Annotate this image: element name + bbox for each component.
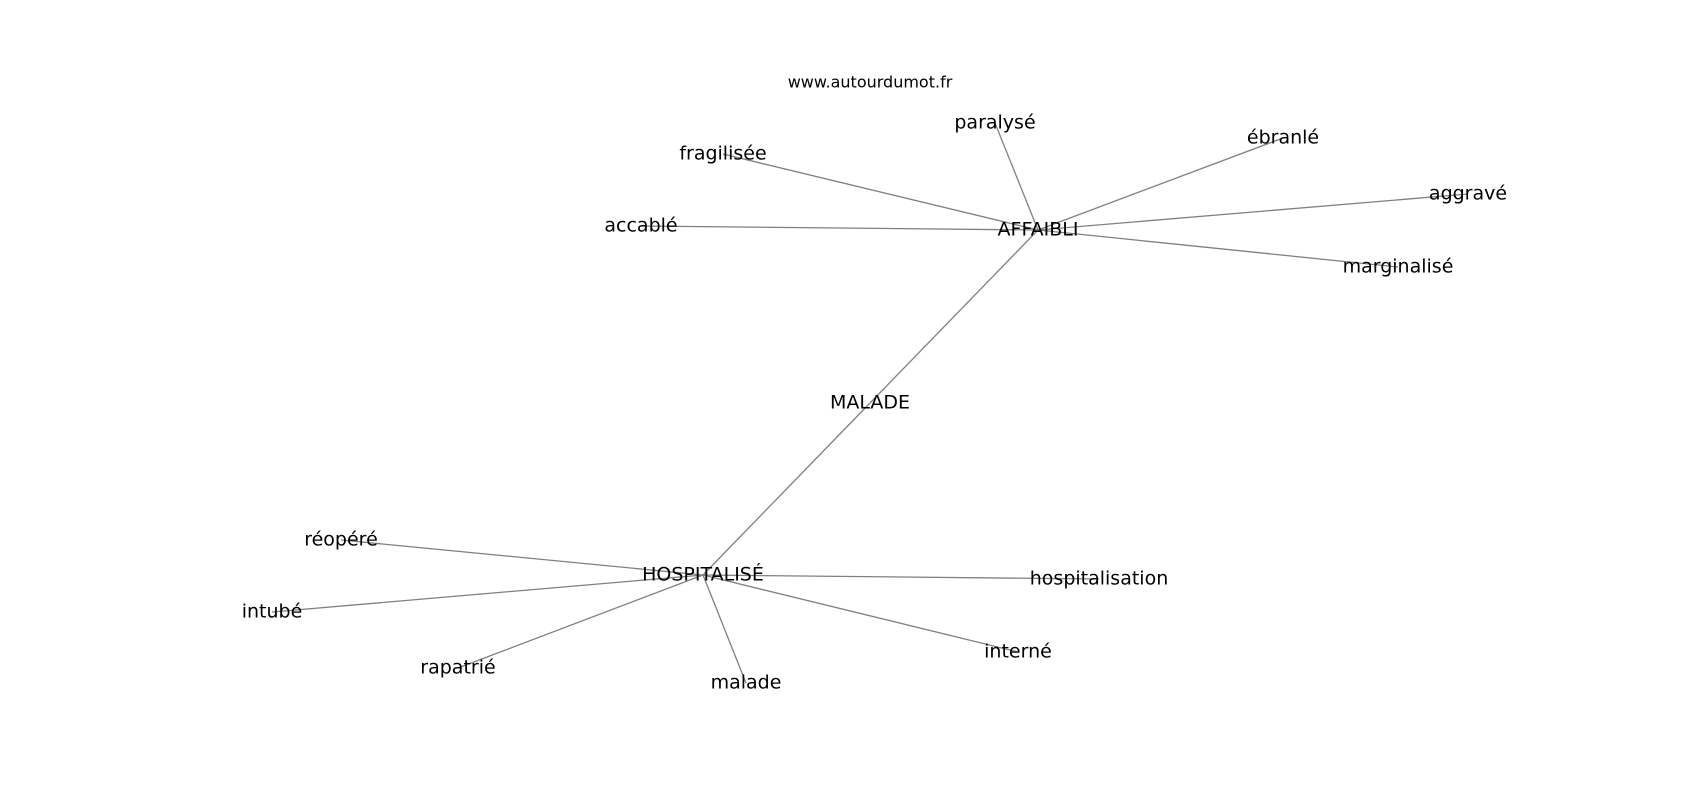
node-word-rapatrie[interactable]: rapatrié bbox=[420, 657, 495, 679]
edge-affaibli-ebranle bbox=[1037, 137, 1284, 231]
node-word-reopere[interactable]: réopéré bbox=[304, 529, 378, 551]
node-hub-hospitalise[interactable]: HOSPITALISÉ bbox=[642, 563, 764, 586]
edge-affaibli-paralyse bbox=[994, 122, 1039, 231]
edge-affaibli-accable bbox=[640, 225, 1039, 231]
edge-hospitalise-interne bbox=[702, 574, 1019, 653]
edge-affaibli-fragilisee bbox=[722, 153, 1039, 231]
edge-hospitalise-hospitalisation bbox=[702, 574, 1100, 580]
node-word-malade[interactable]: malade bbox=[711, 672, 782, 694]
node-word-marginalise[interactable]: marginalisé bbox=[1343, 256, 1454, 278]
graph-labels: www.autourdumot.fr MALADE AFFAIBLI paralys… bbox=[242, 73, 1507, 694]
edge-affaibli-aggrave bbox=[1037, 193, 1469, 231]
node-word-ebranle[interactable]: ébranlé bbox=[1247, 127, 1319, 149]
node-word-aggrave[interactable]: aggravé bbox=[1429, 183, 1507, 205]
edge-hospitalise-malade bbox=[702, 574, 747, 684]
node-word-hospitalisation[interactable]: hospitalisation bbox=[1030, 568, 1169, 590]
edge-center-affaibli bbox=[869, 229, 1039, 404]
edge-hospitalise-intube bbox=[271, 574, 704, 613]
edge-hospitalise-reopere bbox=[340, 539, 704, 576]
edge-affaibli-marginalise bbox=[1037, 229, 1399, 268]
node-word-accable[interactable]: accablé bbox=[604, 215, 677, 237]
node-center-malade[interactable]: MALADE bbox=[830, 392, 910, 414]
node-word-paralyse[interactable]: paralysé bbox=[954, 112, 1035, 134]
source-watermark: www.autourdumot.fr bbox=[788, 73, 953, 92]
node-word-intube[interactable]: intubé bbox=[242, 601, 303, 623]
node-word-fragilisee[interactable]: fragilisée bbox=[679, 143, 766, 165]
edge-hospitalise-rapatrie bbox=[457, 574, 704, 669]
node-hub-affaibli[interactable]: AFFAIBLI bbox=[998, 219, 1079, 241]
node-word-interne[interactable]: interné bbox=[984, 641, 1052, 663]
edge-center-hospitalise bbox=[702, 402, 871, 576]
graph-edges bbox=[271, 122, 1469, 684]
